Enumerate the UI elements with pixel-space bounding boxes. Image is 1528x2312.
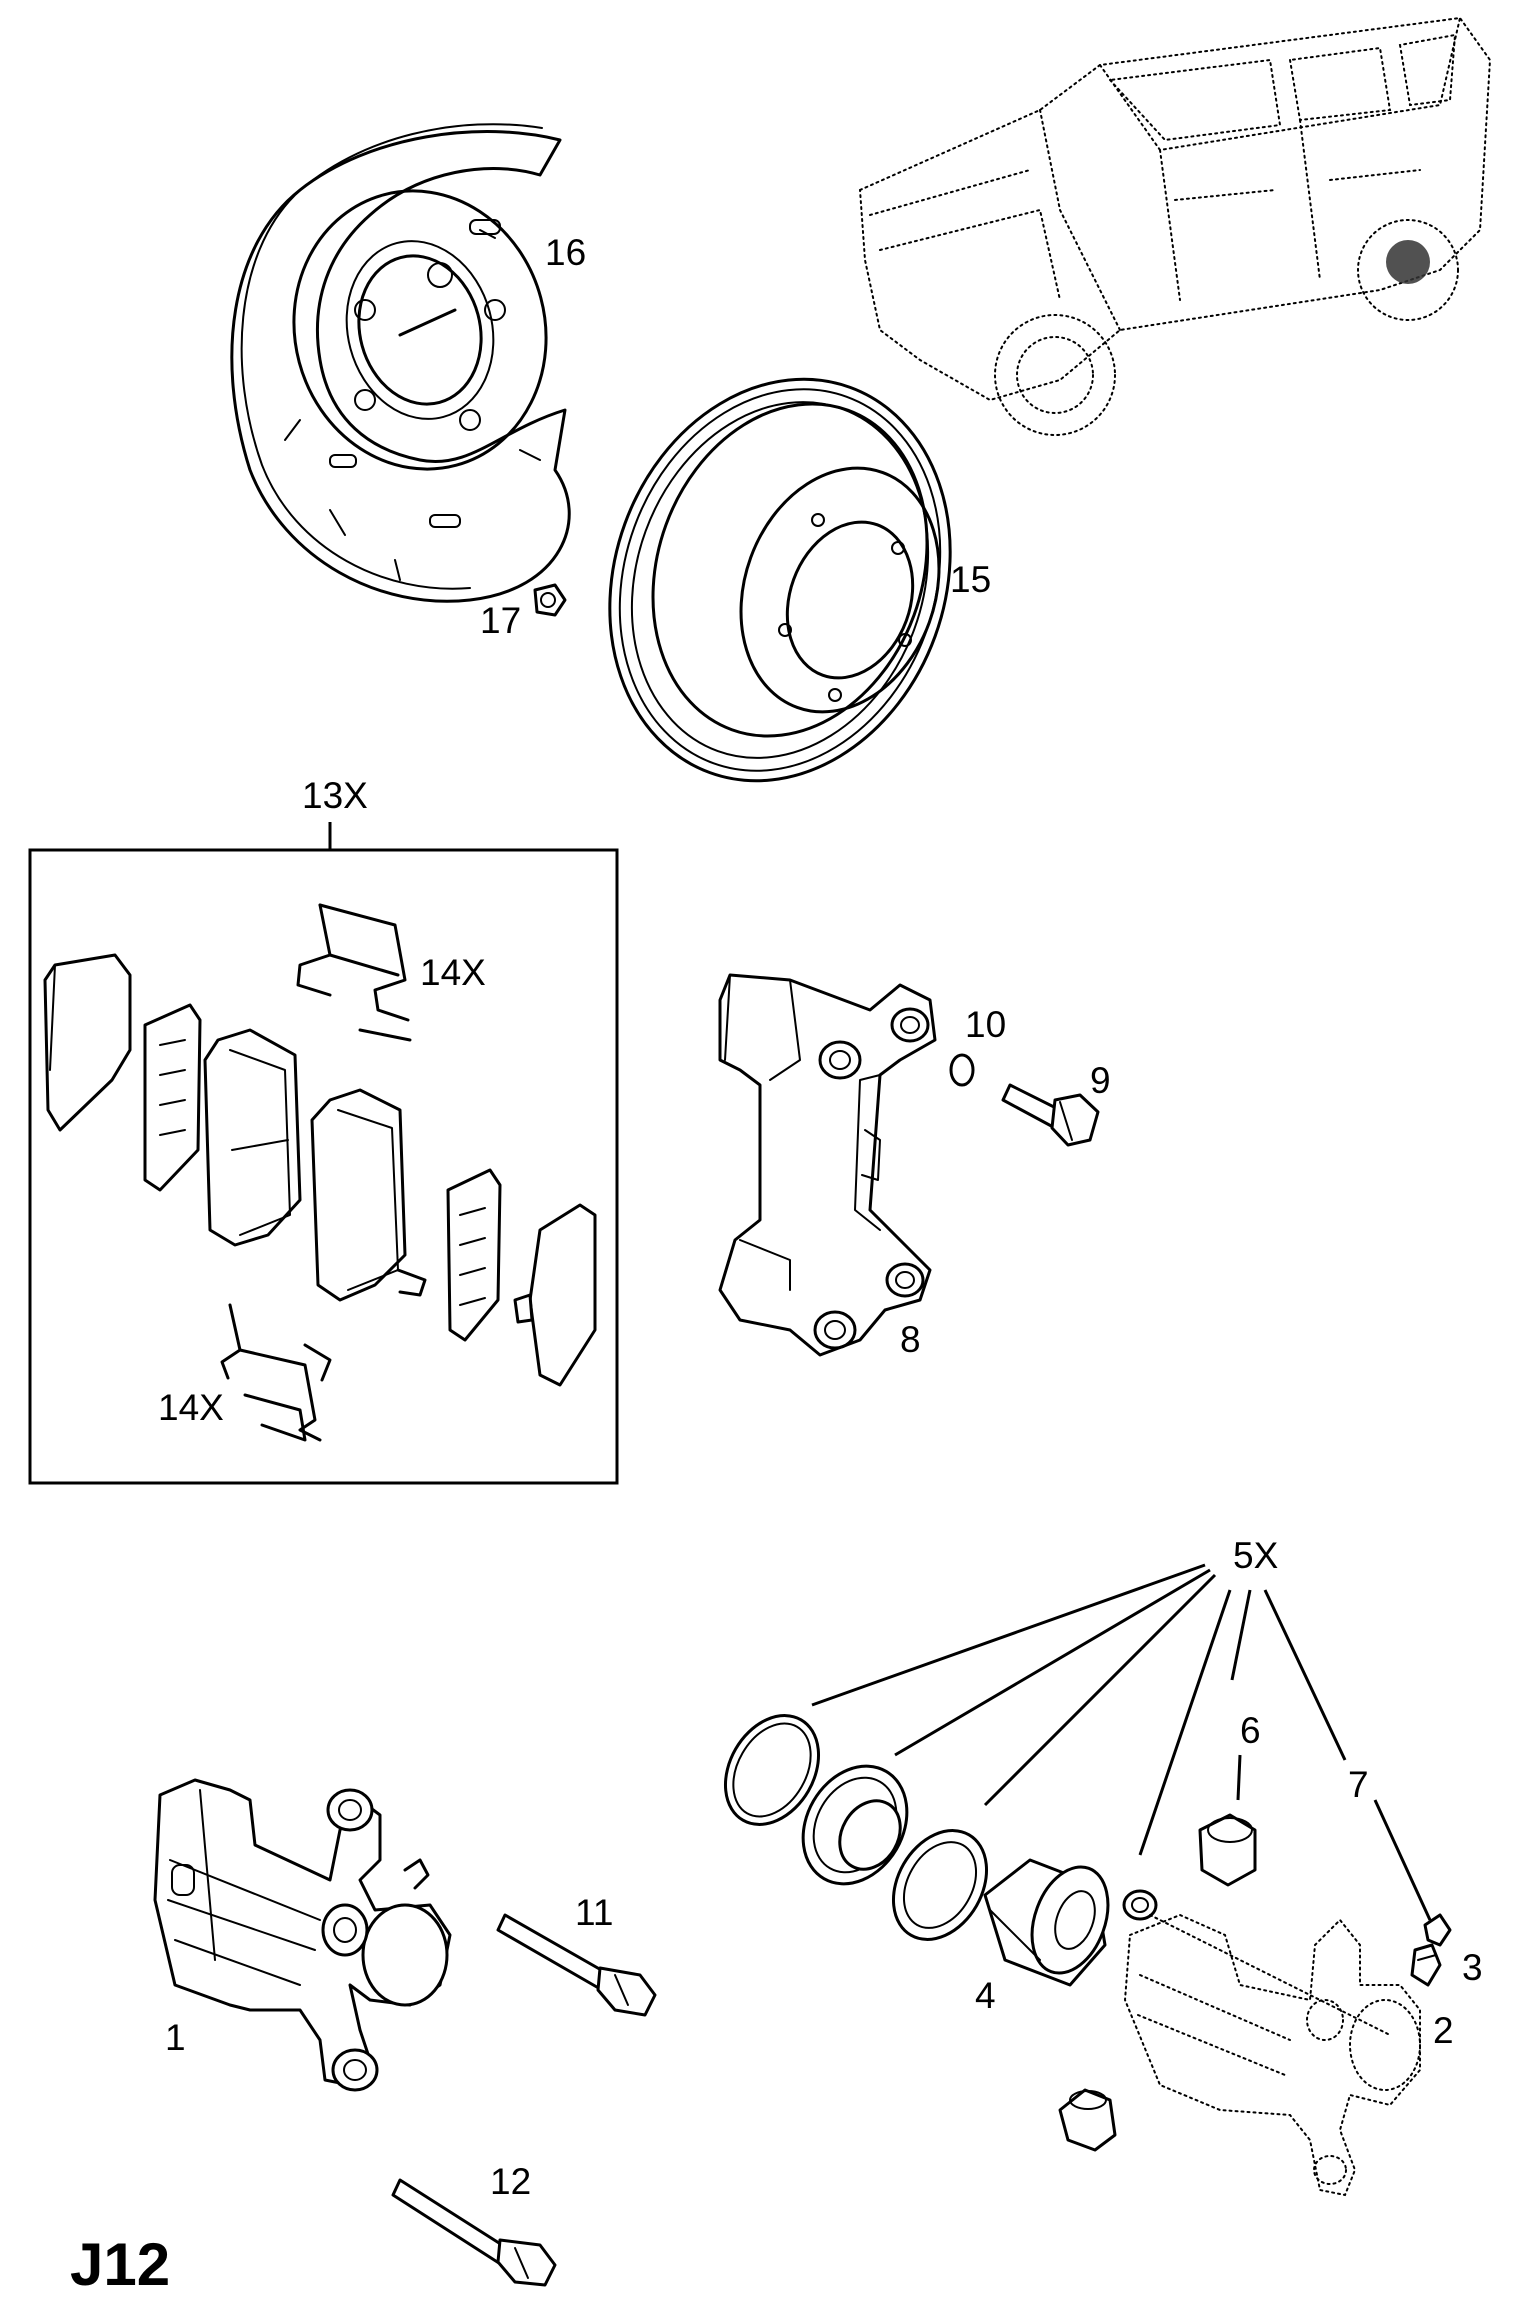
- callout-14x-top: 14X: [420, 952, 486, 993]
- callout-10: 10: [965, 1004, 1006, 1045]
- caliper-ghost-outline: [1123, 1913, 1421, 2197]
- callout-3: 3: [1462, 1947, 1483, 1988]
- piston-4: [983, 1858, 1110, 1987]
- washer-10: [949, 1053, 975, 1087]
- diagram-code: J12: [70, 2231, 170, 2298]
- callout-16: 16: [545, 232, 586, 273]
- callout-11: 11: [575, 1892, 613, 1933]
- anti-rattle-spring-14x-top: [296, 903, 412, 1042]
- caliper-bracket-8: [718, 973, 937, 1357]
- bleeder-cap-3: [1423, 1913, 1452, 1947]
- callout-labels: 16 17 15 13X 14X 14X 10 9 8 5X 6 7 3 2 4…: [70, 232, 1483, 2298]
- callout-5x: 5X: [1233, 1535, 1278, 1576]
- callout-8: 8: [900, 1319, 921, 1360]
- callout-14x-bottom: 14X: [158, 1387, 224, 1428]
- callout-6: 6: [1240, 1710, 1261, 1751]
- callout-9: 9: [1090, 1060, 1111, 1101]
- guide-pin-11: [496, 1913, 657, 2017]
- callout-17: 17: [480, 600, 521, 641]
- bolt-17: [533, 583, 567, 617]
- small-cap: [1122, 1889, 1158, 1921]
- brake-caliper-1: [153, 1778, 452, 2092]
- callout-2: 2: [1433, 2010, 1454, 2051]
- bleeder-screw-2: [1410, 1943, 1442, 1987]
- callout-15: 15: [950, 559, 991, 600]
- brake-pads-and-shims: [43, 953, 597, 1387]
- callout-13x: 13X: [302, 775, 368, 816]
- bleeder-cap-6: [1198, 1813, 1257, 1887]
- callout-4: 4: [975, 1975, 996, 2016]
- seal-kit-5x: [723, 1563, 1432, 1941]
- guide-boot: [1058, 2088, 1117, 2152]
- anti-rattle-spring-14x-bottom: [220, 1303, 332, 1442]
- callout-12: 12: [490, 2161, 531, 2202]
- guide-pin-12: [391, 2178, 557, 2287]
- bolt-9: [1001, 1083, 1100, 1147]
- pad-kit-box-13x: [28, 822, 619, 1485]
- callout-1: 1: [165, 2017, 186, 2058]
- callout-7: 7: [1348, 1764, 1369, 1805]
- dust-shield-16: [230, 123, 571, 603]
- vehicle-illustration: [858, 16, 1492, 436]
- brake-disc-15: [608, 377, 952, 783]
